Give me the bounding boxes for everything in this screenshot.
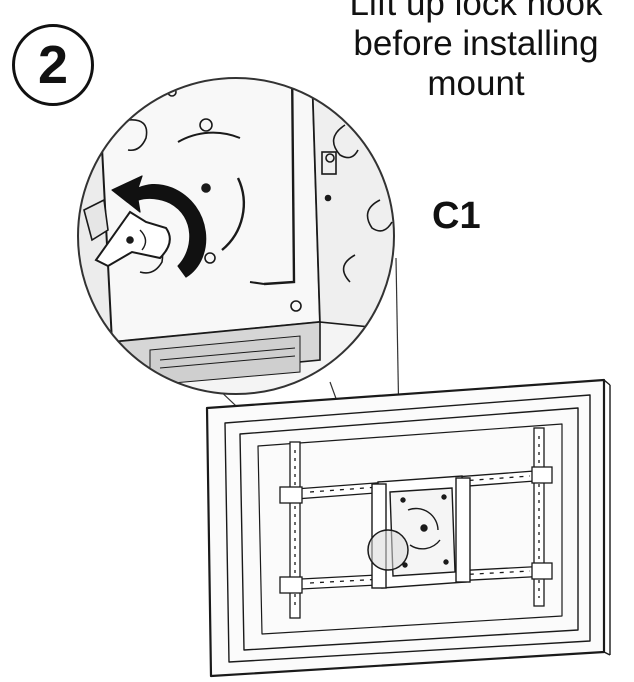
instruction-line-3: mount	[427, 64, 525, 103]
instruction-line-1: Lift up lock hook	[349, 0, 603, 23]
curved-arrow-icon	[111, 175, 207, 278]
vertical-rail-right	[533, 427, 545, 607]
instruction-text: Lift up lock hook before installing moun…	[318, 0, 634, 104]
instruction-line-2: before installing	[353, 24, 599, 63]
magnified-detail	[77, 77, 395, 395]
step-number-badge: 2	[12, 24, 94, 106]
part-label-c1: C1	[432, 195, 481, 237]
step-number: 2	[37, 35, 69, 95]
vertical-rail-left	[289, 441, 301, 619]
lock-hook-callout-circle	[367, 529, 409, 571]
